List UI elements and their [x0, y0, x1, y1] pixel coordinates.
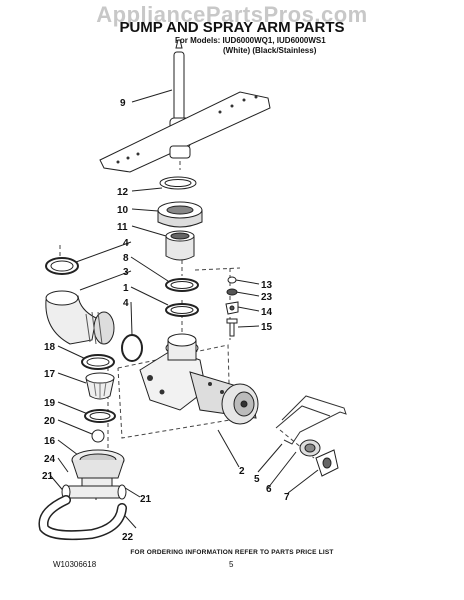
hose-clamp-4b: [121, 334, 143, 362]
spray-arm: [99, 39, 271, 173]
page-title: PUMP AND SPRAY ARM PARTS: [119, 19, 345, 36]
small-hardware: [225, 276, 239, 337]
ring-1: [165, 303, 199, 317]
callout-4a: 4: [123, 238, 129, 249]
document-number: W10306618: [53, 560, 97, 569]
callout-11: 11: [117, 222, 128, 233]
callout-13: 13: [261, 280, 273, 291]
callout-23: 23: [261, 292, 273, 303]
watermark: AppliancePartsPros.com: [96, 2, 368, 27]
callout-2: 2: [239, 466, 245, 477]
strainer-17: [85, 372, 115, 400]
callout-22: 22: [122, 532, 134, 543]
bracket-wire: [275, 395, 347, 445]
ball-20: [91, 429, 105, 443]
page-number: 5: [229, 560, 234, 569]
hose-elbow-3: [45, 290, 115, 345]
model-numbers: For Models: IUD6000WQ1, IUD6000WS1: [175, 36, 326, 45]
callout-18: 18: [44, 342, 56, 353]
callout-6: 6: [266, 484, 272, 495]
ring-19: [84, 409, 116, 423]
seal-6: [299, 439, 321, 457]
model-variants: (White) (Black/Stainless): [223, 46, 317, 55]
callout-14: 14: [261, 307, 273, 318]
callout-15: 15: [261, 322, 273, 333]
callout-17: 17: [44, 369, 56, 380]
callout-3: 3: [123, 267, 129, 278]
callout-20: 20: [44, 416, 56, 427]
callout-24: 24: [44, 454, 56, 465]
sleeve-11: [165, 230, 195, 261]
callout-8: 8: [123, 253, 129, 264]
model-list: For Models: IUD6000WQ1, IUD6000WS1 (Whit…: [175, 36, 326, 56]
hose-tee: [61, 484, 127, 500]
callout-19: 19: [44, 398, 56, 409]
hose-clamp-4a: [45, 257, 79, 275]
pump-motor-assembly: [139, 333, 259, 425]
callout-10: 10: [117, 205, 129, 216]
callout-9: 9: [120, 98, 126, 109]
ordering-note: FOR ORDERING INFORMATION REFER TO PARTS …: [130, 549, 334, 556]
ring-8: [165, 278, 199, 292]
callout-21b: 21: [140, 494, 152, 505]
callout-5: 5: [254, 474, 260, 485]
callout-7: 7: [284, 492, 290, 503]
callout-16: 16: [44, 436, 56, 447]
callout-21a: 21: [42, 471, 54, 482]
callout-1: 1: [123, 283, 129, 294]
nut-10: [157, 201, 203, 228]
gasket-7: [315, 449, 339, 477]
callout-4b: 4: [123, 298, 129, 309]
callout-12: 12: [117, 187, 129, 198]
ring-18: [81, 354, 115, 370]
